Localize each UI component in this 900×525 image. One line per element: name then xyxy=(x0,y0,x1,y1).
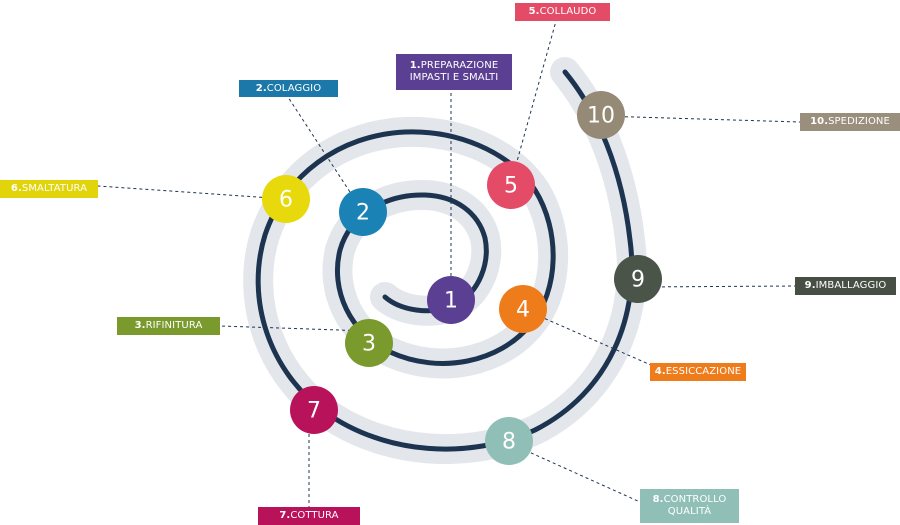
leader-line-9 xyxy=(637,285,796,288)
step-label-4-text: ESSICCAZIONE xyxy=(665,366,742,377)
step-label-8[interactable]: 8.CONTROLLO QUALITÀ xyxy=(640,489,739,523)
step-label-1-text: PREPARAZIONE xyxy=(420,60,499,71)
step-label-2-number: 2. xyxy=(255,82,267,94)
step-label-6[interactable]: 6.SMALTATURA xyxy=(0,180,98,198)
step-node-5[interactable]: 5 xyxy=(487,161,535,209)
step-node-10[interactable]: 10 xyxy=(577,91,625,139)
step-label-9-number: 9. xyxy=(804,280,816,291)
step-label-5-text: COLLAUDO xyxy=(539,6,597,17)
leader-line-5 xyxy=(510,20,557,184)
step-label-3-text: RIFINITURA xyxy=(145,320,203,331)
step-label-7[interactable]: 7.COTTURA xyxy=(258,507,360,525)
step-label-3[interactable]: 3.RIFINITURA xyxy=(117,317,220,335)
step-label-10-text: SPEDIZIONE xyxy=(828,116,890,127)
step-label-7-text: COTTURA xyxy=(290,510,339,521)
step-node-7[interactable]: 7 xyxy=(290,386,338,434)
leader-lines xyxy=(97,20,801,507)
step-node-2[interactable]: 2 xyxy=(339,188,387,236)
step-label-8-text: CONTROLLO xyxy=(663,494,727,505)
step-label-1-number: 1. xyxy=(409,60,421,71)
step-node-1[interactable]: 1 xyxy=(427,276,475,324)
step-label-1[interactable]: 1.PREPARAZIONE IMPASTI E SMALTI xyxy=(396,54,512,90)
step-node-number-7: 7 xyxy=(307,399,321,424)
step-label-10-number: 10. xyxy=(810,116,829,127)
step-node-number-5: 5 xyxy=(504,174,518,199)
step-node-number-9: 9 xyxy=(631,268,645,293)
step-node-circle-3 xyxy=(345,319,393,367)
step-node-number-8: 8 xyxy=(502,430,516,455)
step-node-number-3: 3 xyxy=(362,332,376,357)
step-label-9-text: IMBALLAGGIO xyxy=(815,280,887,291)
step-node-circle-7 xyxy=(290,386,338,434)
leader-line-2 xyxy=(287,96,364,213)
leader-line-4 xyxy=(522,308,661,370)
step-node-number-4: 4 xyxy=(516,298,530,323)
step-label-3-number: 3. xyxy=(134,320,146,331)
step-label-9[interactable]: 9.IMBALLAGGIO xyxy=(795,277,896,295)
step-node-number-10: 10 xyxy=(587,104,615,129)
step-node-number-1: 1 xyxy=(444,289,458,314)
step-node-circle-10 xyxy=(577,91,625,139)
step-label-10[interactable]: 10.SPEDIZIONE xyxy=(800,113,900,131)
step-node-circle-5 xyxy=(487,161,535,209)
step-node-6[interactable]: 6 xyxy=(262,175,310,223)
step-node-circle-6 xyxy=(262,175,310,223)
step-node-number-6: 6 xyxy=(279,188,293,213)
step-label-6-text: SMALTATURA xyxy=(21,183,88,194)
leader-line-10 xyxy=(600,115,801,123)
step-label-4-number: 4. xyxy=(654,366,666,377)
step-label-8-number: 8. xyxy=(652,494,664,505)
step-node-9[interactable]: 9 xyxy=(614,255,662,303)
step-label-2[interactable]: 2.COLAGGIO xyxy=(239,80,338,97)
step-label-1-text-line2: IMPASTI E SMALTI xyxy=(409,72,499,83)
step-node-number-2: 2 xyxy=(356,201,370,226)
leader-line-6 xyxy=(97,185,287,200)
step-node-circle-8 xyxy=(485,417,533,465)
step-nodes: 1 2 3 4 5 6 7 xyxy=(262,91,662,465)
step-label-2-text: COLAGGIO xyxy=(266,82,322,94)
step-node-3[interactable]: 3 xyxy=(345,319,393,367)
step-label-5[interactable]: 5.COLLAUDO xyxy=(515,3,610,21)
step-node-8[interactable]: 8 xyxy=(485,417,533,465)
step-node-4[interactable]: 4 xyxy=(499,285,547,333)
step-node-circle-2 xyxy=(339,188,387,236)
step-label-5-number: 5. xyxy=(528,6,540,17)
step-node-circle-9 xyxy=(614,255,662,303)
step-node-circle-1 xyxy=(427,276,475,324)
step-node-circle-4 xyxy=(499,285,547,333)
step-label-6-number: 6. xyxy=(10,183,22,194)
leader-line-3 xyxy=(219,325,370,332)
step-label-4[interactable]: 4.ESSICCAZIONE xyxy=(650,363,746,381)
step-label-8-text-line2: QUALITÀ xyxy=(667,506,712,517)
step-label-7-number: 7. xyxy=(279,510,291,521)
